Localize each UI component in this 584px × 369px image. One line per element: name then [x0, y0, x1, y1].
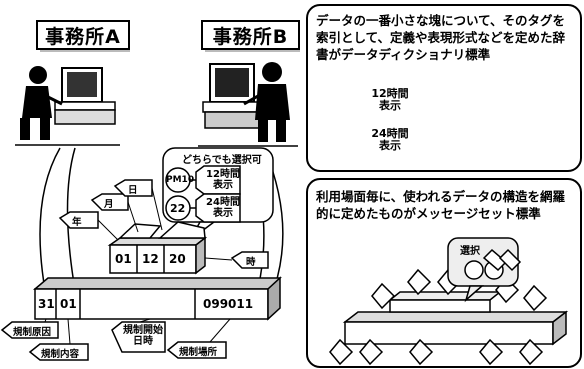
office-b-illustration [198, 62, 298, 147]
reg-cell-2: 01 [60, 297, 77, 311]
opt1-label-line2: 表示 [213, 180, 233, 191]
dict-tag2-label: 24時間 表示 [368, 128, 412, 152]
msgset-text-line2: 的に定めたものがメッセージセット標準 [316, 206, 541, 221]
dict-text-line2: 索引として、定義や表現形式などを定めた辞 [316, 30, 566, 45]
dict-tag2-line2: 表示 [379, 139, 401, 152]
reg-cause-label: 規制原因 [13, 327, 52, 338]
dict-text-line3: 書がデータディクショナリ標準 [316, 47, 491, 62]
date-message-box [107, 221, 208, 275]
regulation-message-box [32, 276, 282, 321]
dict-tag1-line2: 表示 [379, 99, 401, 112]
reg-cell-3: 099011 [203, 297, 254, 311]
date-cell-3: 20 [169, 252, 186, 266]
message-set-panel [306, 178, 582, 368]
opt1-label-line1: 12時間 [206, 169, 240, 180]
date-cell-2: 12 [142, 252, 159, 266]
reg-cell-1: 31 [38, 297, 55, 311]
dict-tag1-label: 12時間 表示 [368, 88, 412, 112]
hour-label: 時 [246, 257, 256, 268]
year-label: 年 [72, 217, 82, 228]
opt2-code: 22 [170, 202, 186, 215]
office-a-label: 事務所A [36, 20, 130, 50]
reg-content-label: 規制内容 [41, 349, 80, 360]
opt2-label-line2: 表示 [213, 208, 233, 219]
reg-cause-tag [0, 321, 59, 339]
opt1-label: 12時間 表示 [206, 169, 240, 191]
message-set-structure [329, 268, 569, 366]
date-cell-1: 01 [115, 252, 132, 266]
day-label: 日 [128, 185, 138, 196]
opt2-label: 24時間 表示 [206, 197, 240, 219]
link-a-left [39, 147, 61, 291]
reg-place-label: 規制場所 [179, 347, 218, 358]
office-a-illustration [15, 66, 120, 146]
office-b-label: 事務所B [201, 20, 300, 50]
data-dictionary-panel [306, 4, 582, 172]
msgset-text-line1: 利用場面毎に、使われるデータの構造を網羅 [316, 189, 566, 204]
opt2-tag [195, 193, 241, 223]
reg-content-tag [28, 343, 89, 361]
link-a-right [66, 147, 76, 291]
reg-place-tag [166, 341, 227, 359]
callout-title: どちらでも選択可 [182, 155, 262, 166]
reg-start-line2: 日時 [133, 336, 153, 347]
dict-tag1-line1: 12時間 [371, 87, 409, 100]
select-circle-1 [464, 260, 484, 280]
month-label: 月 [104, 199, 114, 210]
hour-tag [230, 251, 269, 269]
dict-tag2-line1: 24時間 [371, 127, 409, 140]
select-label: 選択 [460, 246, 480, 257]
reg-start-tag [111, 321, 166, 353]
dict-text-line1: データの一番小さな塊について、そのタグを [316, 13, 566, 28]
reg-start-label: 規制開始 日時 [122, 325, 164, 347]
reg-start-line1: 規制開始 [123, 325, 163, 336]
opt2-label-line1: 24時間 [206, 197, 240, 208]
opt1-code: PM10 [166, 175, 195, 185]
